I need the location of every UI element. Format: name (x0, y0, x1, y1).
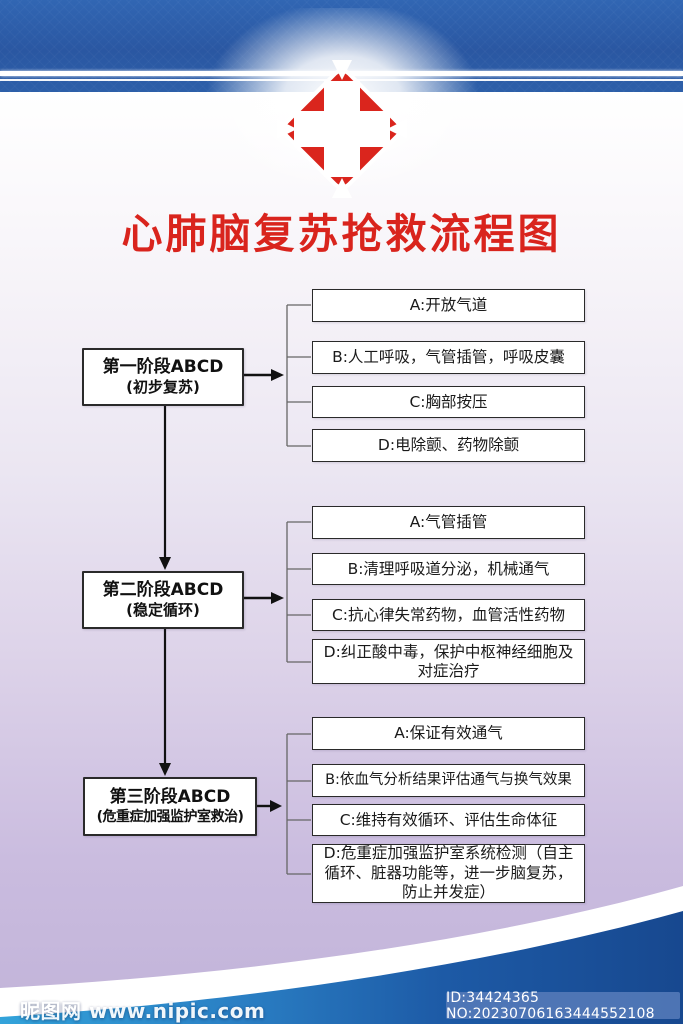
stage-2-item-b: B:清理呼吸道分泌，机械通气 (312, 553, 585, 585)
stage-3-sublabel: (危重症加强监护室救治) (96, 809, 244, 826)
stage-3-item-c: C:维持有效循环、评估生命体征 (312, 804, 585, 836)
stage-3-item-d: D:危重症加强监护室系统检测（自主循环、脏器功能等，进一步脑复苏，防止并发症） (312, 844, 585, 903)
stage-2-label: 第二阶段ABCD (102, 579, 224, 600)
stage-1-item-a: A:开放气道 (312, 289, 585, 322)
footer-white-band (0, 886, 683, 1017)
stage-1-box: 第一阶段ABCD (初步复苏) (82, 348, 244, 406)
stage-3-item-b: B:依血气分析结果评估通气与换气效果 (312, 764, 585, 797)
stage-1-item-b: B:人工呼吸，气管插管，呼吸皮囊 (312, 341, 585, 374)
stage-3-label: 第三阶段ABCD (109, 787, 231, 808)
image-id-badge: ID:34424365 NO:20230706163444552108 (446, 990, 680, 1022)
stage-2-sublabel: (稳定循环) (126, 601, 200, 620)
stage-1-item-d: D:电除颤、药物除颤 (312, 429, 585, 462)
stage-1-item-c: C:胸部按压 (312, 386, 585, 418)
page-title: 心肺脑复苏抢救流程图 (121, 210, 562, 258)
stage-1-sublabel: (初步复苏) (126, 378, 200, 397)
hospital-cross-logo (277, 60, 407, 198)
stage-3-item-a: A:保证有效通气 (312, 717, 585, 750)
stage-2-box: 第二阶段ABCD (稳定循环) (82, 571, 244, 629)
stage-2-item-d: D:纠正酸中毒，保护中枢神经细胞及对症治疗 (312, 639, 585, 684)
stage-2-item-a: A:气管插管 (312, 506, 585, 539)
site-watermark: 昵图网 www.nipic.com (20, 999, 266, 1023)
stage-2-item-c: C:抗心律失常药物，血管活性药物 (312, 599, 585, 631)
stage-3-box: 第三阶段ABCD (危重症加强监护室救治) (83, 777, 257, 836)
stage-1-label: 第一阶段ABCD (102, 356, 224, 377)
